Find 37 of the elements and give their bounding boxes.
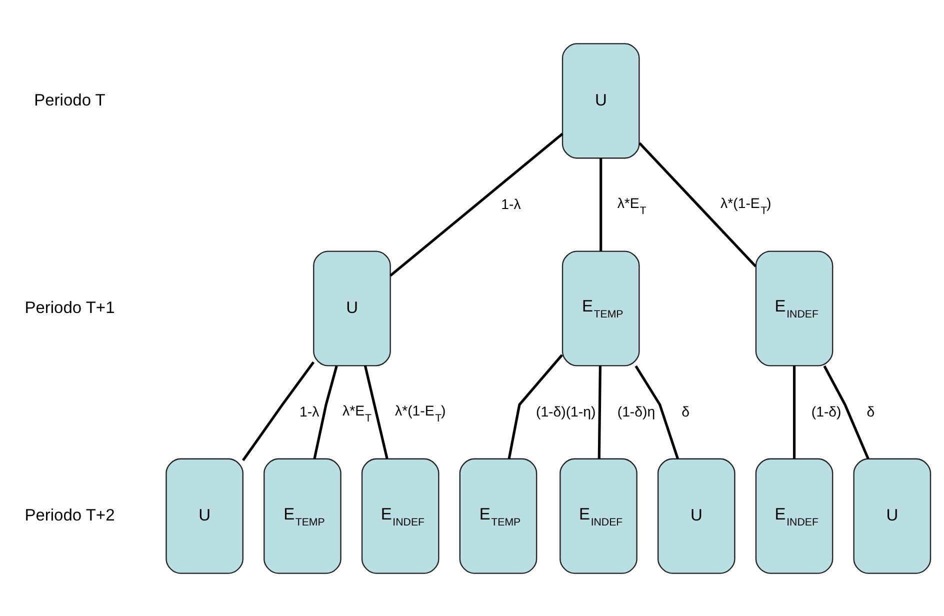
connector [598, 365, 602, 458]
edge-label: λ*(1-E$_{T}$) [720, 194, 772, 216]
label: Periodo T+2 [24, 506, 115, 524]
connector [638, 142, 757, 267]
connector [792, 365, 796, 458]
connector [508, 354, 564, 459]
label: Periodo T+1 [24, 298, 115, 316]
node-box: E$_{TEMP}$ [562, 250, 640, 366]
label: Periodo T [34, 90, 106, 109]
edge-label: 1-λ [300, 403, 320, 420]
node-box: U [313, 250, 391, 366]
node-box: E$_{TEMP}$ [264, 458, 342, 574]
node-box: U [166, 458, 244, 574]
node-box: U [853, 458, 932, 574]
node-box: E$_{INDEF}$ [755, 250, 834, 366]
edge-label: λ*E$_{T}$ [342, 402, 372, 424]
connector [313, 365, 338, 459]
connector [364, 364, 388, 458]
connector [634, 364, 680, 459]
edge-label: (1-δ) [811, 403, 842, 420]
edge-label: λ*(1-E$_{T}$) [395, 402, 446, 424]
edge-label: 1-λ [501, 195, 521, 212]
node-box: E$_{INDEF}$ [755, 458, 834, 574]
connector [823, 364, 870, 459]
connector [600, 158, 602, 250]
edge-label: δ [682, 403, 690, 420]
connector [242, 360, 315, 461]
edge-label: (1-δ)η [617, 403, 656, 420]
edge-label: λ*E$_{T}$ [617, 194, 646, 216]
node-box: E$_{INDEF}$ [560, 458, 638, 574]
node-box: U [657, 458, 736, 574]
connector [390, 132, 564, 276]
edge-label: (1-δ)(1-η) [536, 403, 596, 420]
node-box: E$_{TEMP}$ [459, 458, 538, 574]
node-box: U [562, 42, 640, 158]
node-box: E$_{INDEF}$ [361, 458, 440, 574]
edge-label: δ [866, 403, 875, 420]
